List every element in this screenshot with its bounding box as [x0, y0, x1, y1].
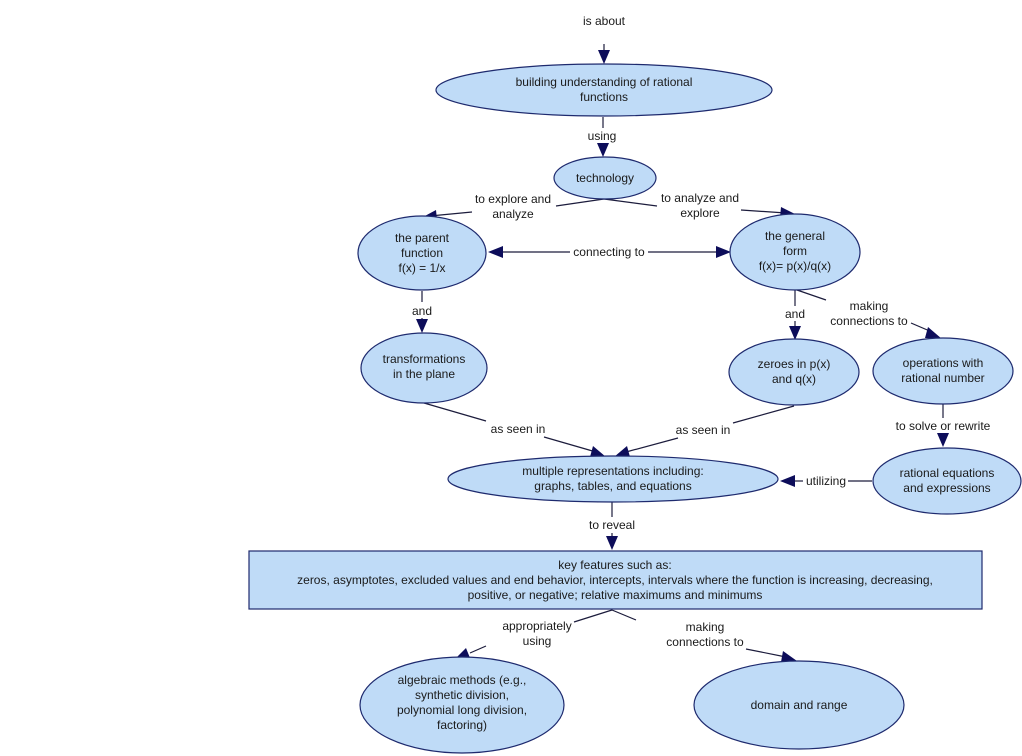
- node-shape: [553, 156, 657, 200]
- node-technology[interactable]: technology: [553, 156, 657, 200]
- node-label: and expressions: [903, 481, 990, 495]
- node-label: positive, or negative; relative maximums…: [468, 588, 763, 602]
- edge-seen-left-a: [423, 402, 487, 422]
- link-label-appropriately-using: appropriately: [502, 619, 571, 633]
- link-label-making-connections-2: connections to: [666, 635, 744, 649]
- link-label-seen-right: as seen in: [676, 423, 731, 437]
- node-building[interactable]: building understanding of rational funct…: [435, 63, 773, 117]
- arrow-head: [488, 246, 503, 258]
- node-zeroes[interactable]: zeroes in p(x) and q(x): [728, 338, 860, 406]
- edge-explore-analyze-b: [429, 211, 473, 217]
- node-shape: [872, 447, 1022, 515]
- node-general-form[interactable]: the general form f(x)= p(x)/q(x): [729, 213, 861, 291]
- edge-seen-left-b: [543, 436, 597, 453]
- link-label-analyze-explore: explore: [680, 206, 720, 220]
- node-label: zeros, asymptotes, excluded values and e…: [297, 573, 933, 587]
- node-label: function: [401, 246, 443, 260]
- node-label: the parent: [395, 231, 450, 245]
- node-label: form: [783, 244, 807, 258]
- link-label-appropriately-using: using: [523, 634, 552, 648]
- edge-explore-analyze-a: [555, 198, 605, 207]
- node-rational-equations[interactable]: rational equations and expressions: [872, 447, 1022, 515]
- node-algebraic-methods[interactable]: algebraic methods (e.g., synthetic divis…: [359, 656, 565, 754]
- node-label: rational equations: [900, 466, 995, 480]
- node-label: graphs, tables, and equations: [534, 479, 691, 493]
- node-label: rational number: [901, 371, 984, 385]
- link-label-making-connections-2: making: [686, 620, 725, 634]
- node-shape: [728, 338, 860, 406]
- node-label: zeroes in p(x): [758, 357, 831, 371]
- node-domain-range[interactable]: domain and range: [693, 660, 905, 750]
- node-label: polynomial long division,: [397, 703, 527, 717]
- node-label: the general: [765, 229, 825, 243]
- node-shape: [435, 63, 773, 117]
- edge-analyze-explore-a: [603, 198, 658, 207]
- link-label-making-connections-1: connections to: [830, 314, 908, 328]
- arrow-head: [614, 446, 630, 457]
- edge-seen-right-b: [625, 437, 679, 453]
- node-operations[interactable]: operations with rational number: [872, 337, 1014, 405]
- link-label-and-left: and: [412, 304, 432, 318]
- arrow-head: [416, 319, 428, 333]
- node-shape: [447, 455, 779, 503]
- node-label: building understanding of rational: [516, 75, 693, 89]
- arrow-head: [716, 246, 731, 258]
- edge-appropriately-a: [573, 609, 613, 623]
- link-label-and-right: and: [785, 307, 805, 321]
- link-label-explore-analyze: to explore and: [475, 192, 551, 206]
- node-shape: [360, 332, 488, 404]
- node-label: domain and range: [751, 698, 848, 712]
- edge-seen-right-a: [732, 405, 795, 424]
- edge-making-conn-2a: [611, 609, 637, 621]
- arrow-head: [925, 327, 942, 339]
- link-label-using: using: [588, 129, 617, 143]
- node-label: f(x) = 1/x: [398, 261, 445, 275]
- node-label: operations with: [903, 356, 984, 370]
- edge-making-conn-2b: [745, 648, 787, 658]
- arrow-head: [780, 475, 795, 487]
- node-label: transformations: [383, 352, 466, 366]
- node-label: factoring): [437, 718, 487, 732]
- arrow-head: [781, 651, 797, 662]
- node-label: multiple representations including:: [522, 464, 703, 478]
- node-shape: [729, 213, 861, 291]
- link-label-reveal: to reveal: [589, 518, 635, 532]
- node-shape: [872, 337, 1014, 405]
- link-label-is-about: is about: [583, 14, 626, 28]
- node-key-features[interactable]: key features such as: zeros, asymptotes,…: [248, 550, 983, 610]
- node-label: in the plane: [393, 367, 455, 381]
- arrow-head: [598, 50, 610, 64]
- node-label: f(x)= p(x)/q(x): [759, 259, 831, 273]
- node-label: and q(x): [772, 372, 816, 386]
- node-label: synthetic division,: [415, 688, 509, 702]
- node-multiple-representations[interactable]: multiple representations including: grap…: [447, 455, 779, 503]
- node-shape: [248, 550, 983, 610]
- node-label: technology: [576, 171, 634, 185]
- node-transformations[interactable]: transformations in the plane: [360, 332, 488, 404]
- link-label-explore-analyze: analyze: [492, 207, 534, 221]
- edge-appropriately-b: [469, 645, 487, 654]
- link-label-solve-rewrite: to solve or rewrite: [896, 419, 991, 433]
- arrow-head: [590, 446, 606, 457]
- node-shape: [359, 656, 565, 754]
- node-label: key features such as:: [558, 558, 671, 572]
- arrow-head: [597, 143, 609, 157]
- link-label-making-connections-1: making: [850, 299, 889, 313]
- node-shape: [357, 215, 487, 291]
- link-label-connecting: connecting to: [573, 245, 645, 259]
- link-label-seen-left: as seen in: [491, 422, 546, 436]
- node-parent-function[interactable]: the parent function f(x) = 1/x: [357, 215, 487, 291]
- link-label-utilizing: utilizing: [806, 474, 846, 488]
- node-label: algebraic methods (e.g.,: [398, 673, 527, 687]
- node-shape: [693, 660, 905, 750]
- arrow-head: [789, 326, 801, 340]
- link-label-analyze-explore: to analyze and: [661, 191, 739, 205]
- arrow-head: [606, 536, 618, 550]
- edge-making-conn-1a: [796, 289, 827, 301]
- edge-analyze-explore-b: [740, 209, 787, 214]
- node-label: functions: [580, 90, 628, 104]
- arrow-head: [937, 433, 949, 447]
- arrow-head: [455, 648, 470, 659]
- link-labels: is about using to explore and analyze to…: [412, 14, 991, 649]
